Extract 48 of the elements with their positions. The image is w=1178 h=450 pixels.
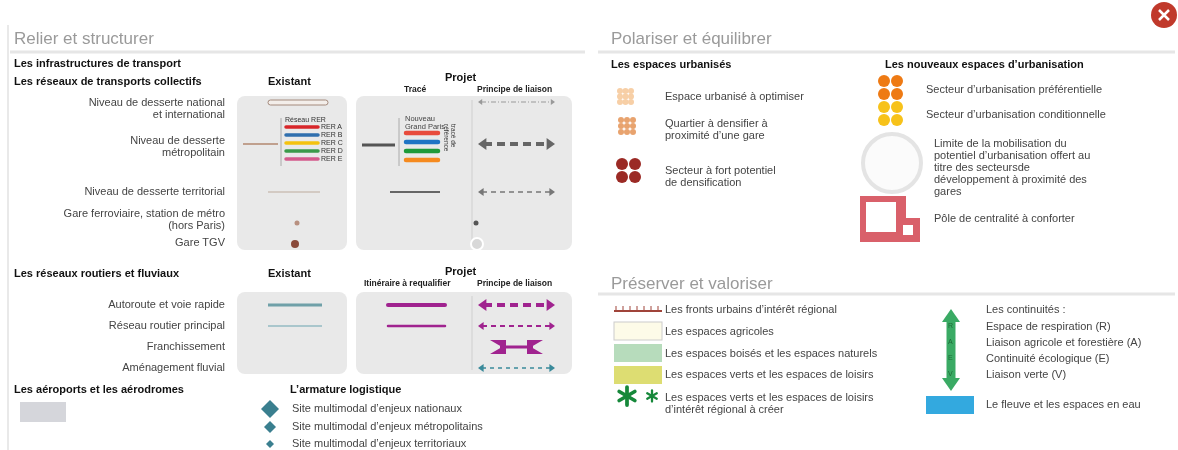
legend-label: Secteur d’urbanisation préférentielle <box>926 83 1103 95</box>
legend-label: Limite de la mobilisation du potentiel d’urbanisation offert au titre des secteursde développement à proximité des gares <box>934 137 1092 197</box>
section-heading: Les réseaux de transports collectifs <box>14 75 202 87</box>
section-title: Polariser et équilibrer <box>611 29 772 49</box>
section-heading: Les réseaux routiers et fluviaux <box>14 267 180 279</box>
legend-label: Quartier à densifier à proximité d’une gare <box>665 117 769 141</box>
legend-label: Secteur à fort potentiel de densification <box>665 164 777 188</box>
legend-label: Les espaces verts et les espaces de loisirs <box>665 368 874 380</box>
section-heading: Les aéroports et les aérodromes <box>14 383 184 395</box>
section-heading: L’armature logistique <box>290 383 402 395</box>
legend-label: Les espaces boisés et les espaces naturels <box>665 347 878 359</box>
row-label: Gare TGV <box>174 236 225 248</box>
row-label: Autoroute et voie rapide <box>107 298 225 310</box>
column-heading: Projet <box>445 265 477 277</box>
row-label: Gare ferroviaire, station de métro (hors Paris) <box>62 207 225 231</box>
legend-label: Les espaces agricoles <box>665 325 774 337</box>
legend-label: Les fronts urbains d’intérêt régional <box>665 303 837 315</box>
list-heading: Les continuités : <box>986 303 1066 315</box>
list-item: Liaison verte (V) <box>986 368 1067 380</box>
legend-label: Espace urbanisé à optimiser <box>665 90 804 102</box>
section-heading: Les espaces urbanisés <box>611 58 732 70</box>
section-title: Préserver et valoriser <box>611 274 773 294</box>
legend-label: Site multimodal d’enjeux nationaux <box>292 402 462 414</box>
legend-label: Site multimodal d’enjeux territoriaux <box>292 437 467 449</box>
column-heading: Itinéraire à requalifier <box>364 278 451 288</box>
row-label: Niveau de desserte territorial <box>83 185 225 197</box>
legend-label: Secteur d’urbanisation conditionnelle <box>926 108 1106 120</box>
column-heading: Existant <box>268 75 311 87</box>
section-title: Relier et structurer <box>14 29 154 49</box>
row-label: Réseau routier principal <box>107 319 225 331</box>
legend-label: Site multimodal d’enjeux métropolitains <box>292 420 483 432</box>
column-heading: Tracé <box>404 84 427 94</box>
column-heading: Principe de liaison <box>477 278 553 288</box>
list-item: Continuité écologique (E) <box>986 352 1110 364</box>
legend-label: Les espaces verts et les espaces de loisirs d’intérêt régional à créer <box>665 391 875 415</box>
row-label: Niveau de desserte métropolitain <box>129 134 225 158</box>
section-heading: Les nouveaux espaces d’urbanisation <box>885 58 1084 70</box>
column-heading: Principe de liaison <box>477 84 553 94</box>
list-item: Liaison agricole et forestière (A) <box>986 336 1142 348</box>
row-label: Aménagement fluvial <box>121 361 225 373</box>
list-item: Espace de respiration (R) <box>986 320 1111 332</box>
row-label: Niveau de desserte national et international <box>87 96 225 120</box>
section-heading: Les infrastructures de transport <box>14 57 181 69</box>
legend-label: Pôle de centralité à conforter <box>934 212 1075 224</box>
row-label: Franchissement <box>145 340 225 352</box>
column-heading: Projet <box>445 71 477 83</box>
legend-label: Le fleuve et les espaces en eau <box>986 398 1141 410</box>
column-heading: Existant <box>268 267 311 279</box>
